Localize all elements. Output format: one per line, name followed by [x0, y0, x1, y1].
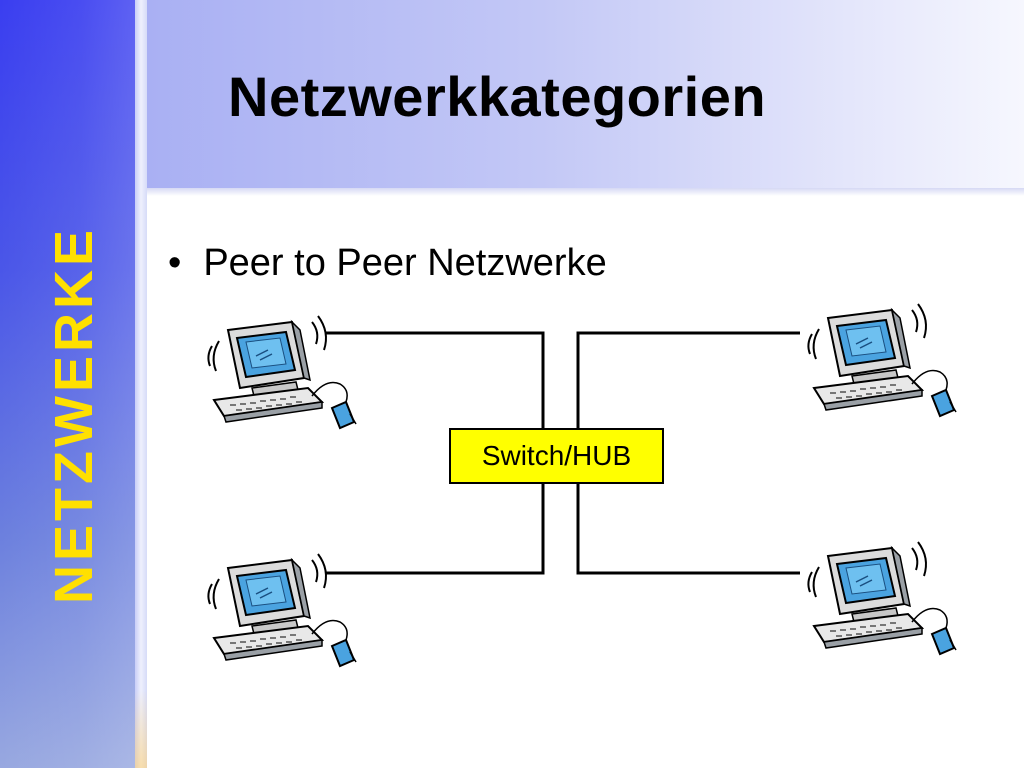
- sidebar: [0, 0, 135, 768]
- bullet-text: Peer to Peer Netzwerke: [203, 242, 607, 284]
- computer-top-right-icon: [807, 303, 957, 417]
- bullet-item: • Peer to Peer Netzwerke: [168, 242, 607, 285]
- header-band: [147, 0, 1024, 188]
- connection-top-left: [325, 331, 545, 428]
- connection-top-right: [576, 331, 800, 428]
- switch-hub-label: Switch/HUB: [481, 440, 632, 471]
- sidebar-sheen: [0, 0, 135, 768]
- sidebar-edge-glow: [135, 690, 147, 768]
- connection-bottom-left: [325, 484, 545, 575]
- page-title: Netzwerkkategorien: [228, 65, 767, 128]
- connection-bottom-right: [576, 484, 800, 575]
- computer-top-left-icon: [207, 315, 357, 429]
- computer-bottom-left-icon: [207, 553, 357, 667]
- switch-hub-box: Switch/HUB: [449, 428, 664, 484]
- bullet-dot-icon: •: [168, 242, 182, 284]
- header-shadow: [147, 188, 1024, 196]
- sidebar-edge: [135, 0, 147, 768]
- computer-bottom-right-icon: [807, 541, 957, 655]
- network-connections: [325, 331, 800, 575]
